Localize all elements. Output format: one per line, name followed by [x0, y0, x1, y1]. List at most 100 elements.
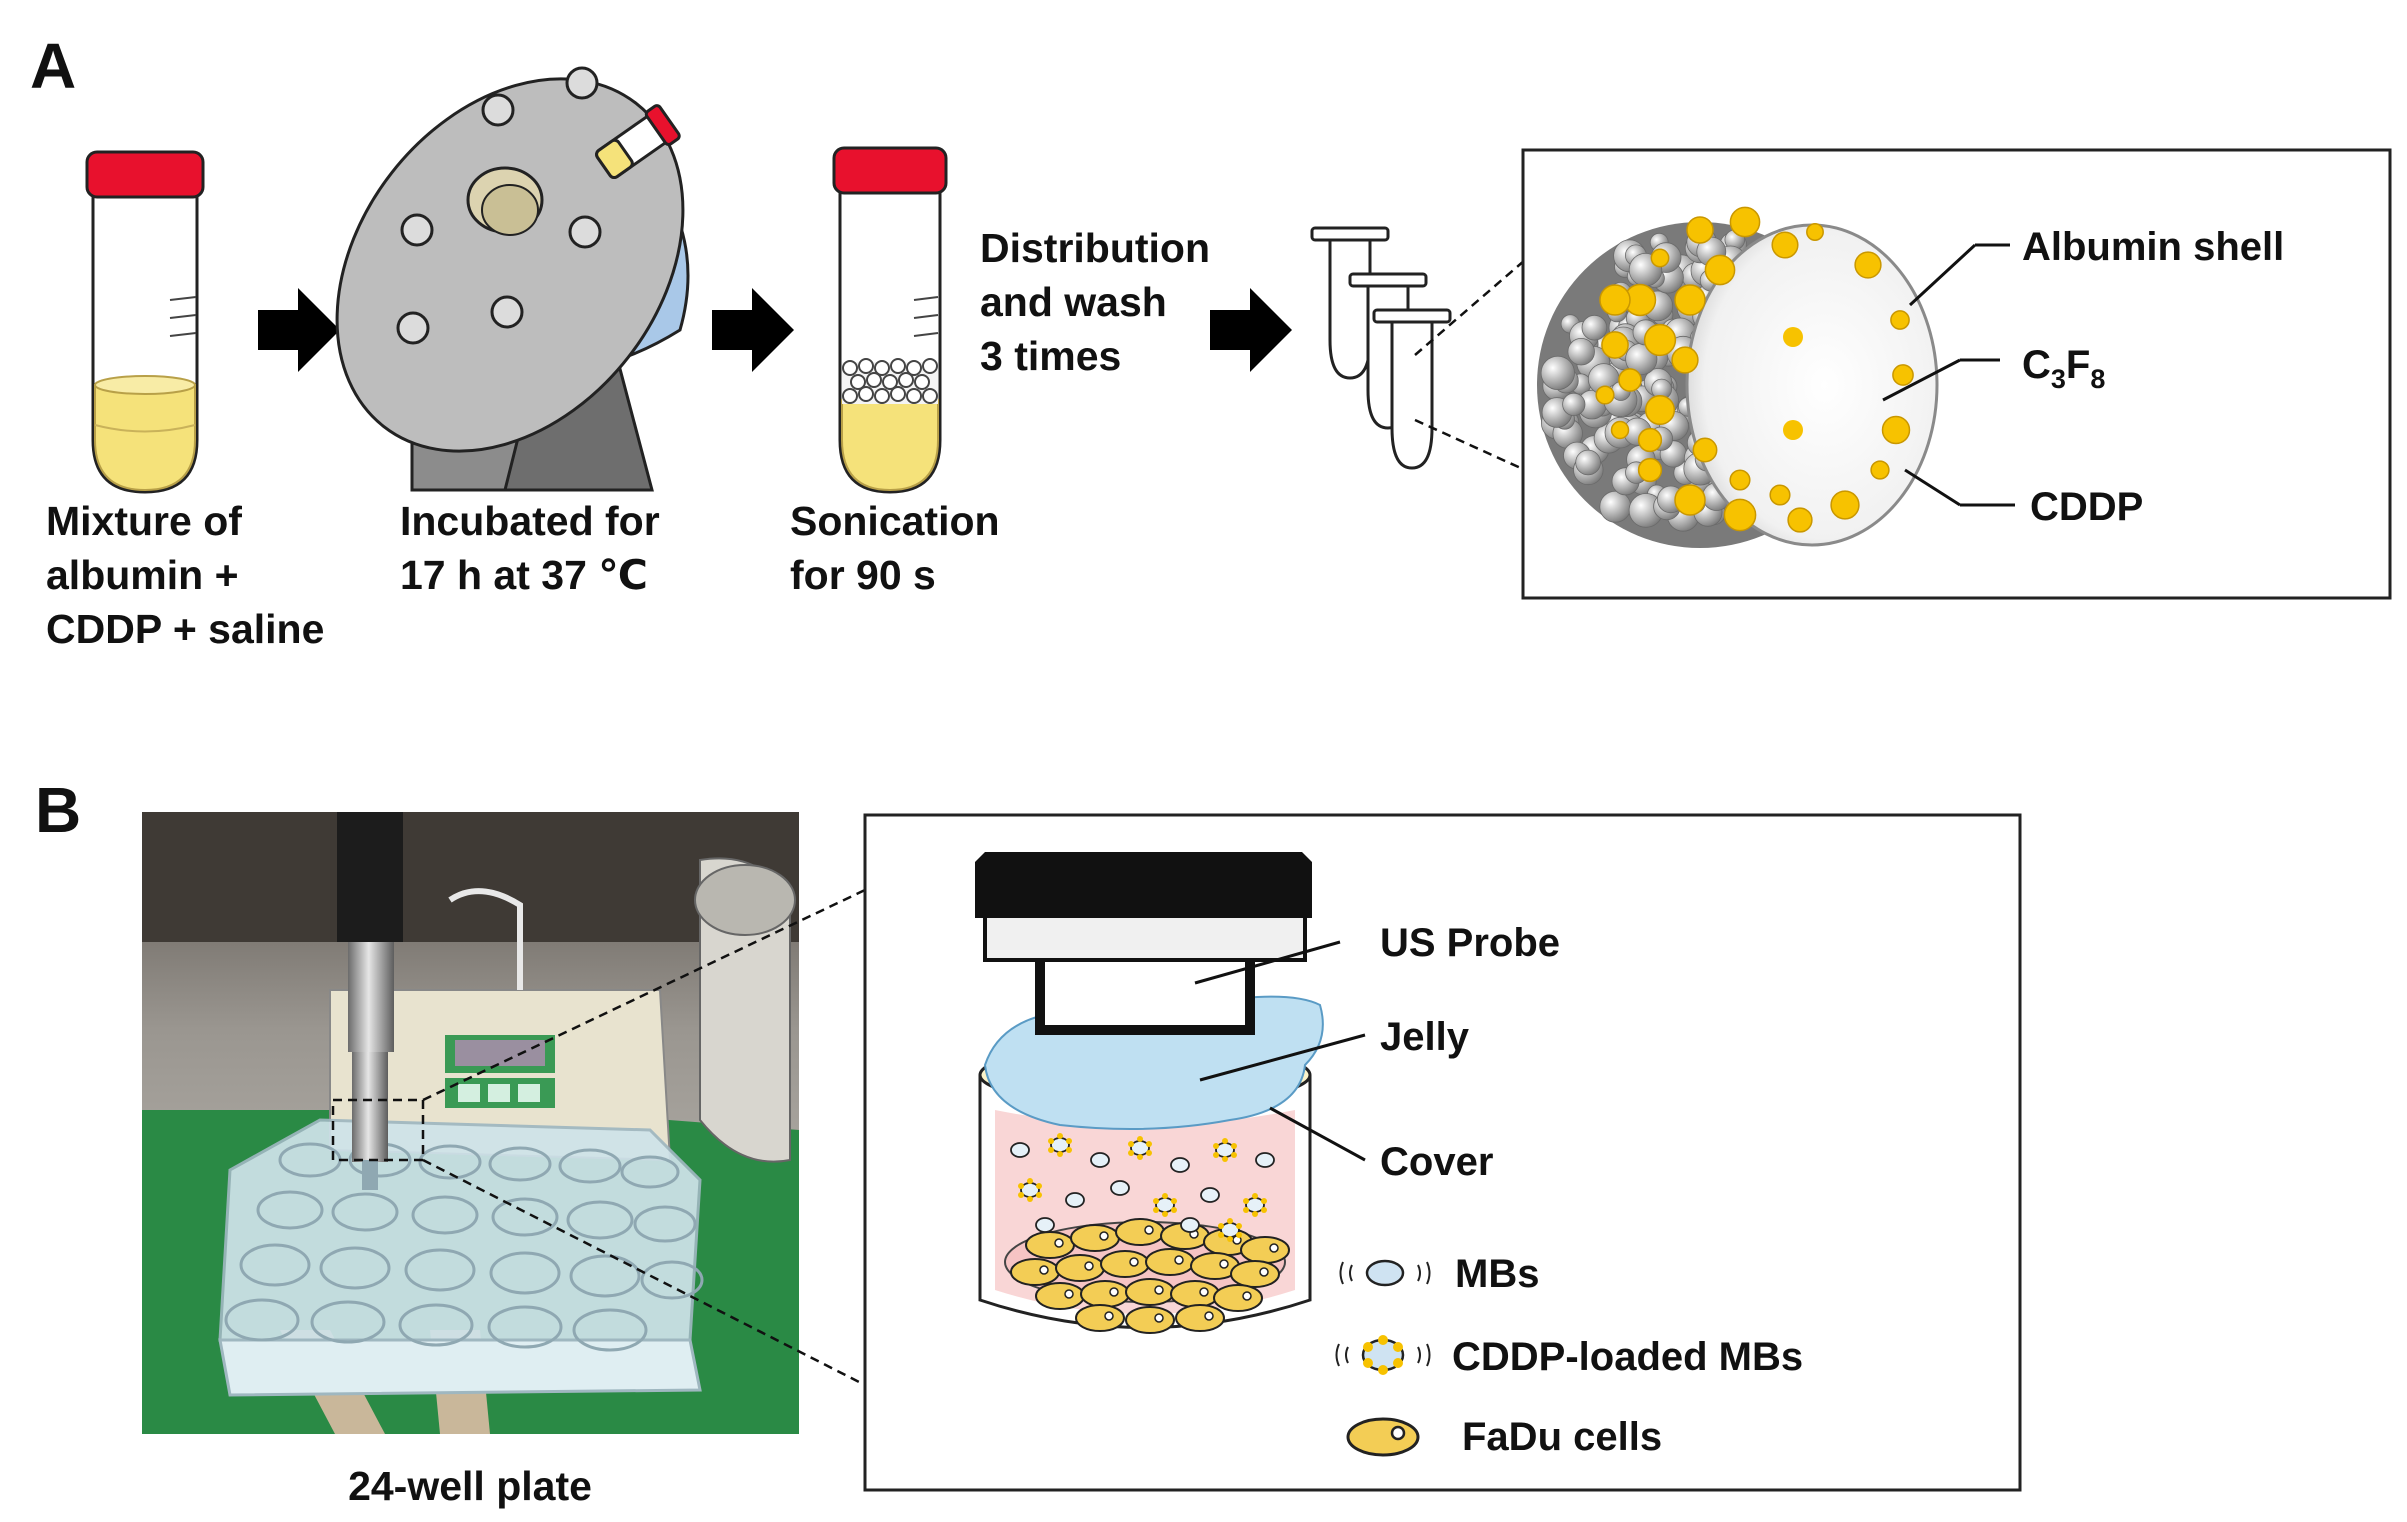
- cddp-dot: [1674, 484, 1706, 516]
- jelly-pointer: [1199, 1033, 1366, 1082]
- microbubble-icon: [1339, 1259, 1431, 1287]
- zoom-line: [422, 1158, 866, 1387]
- cddp-dot: [1806, 223, 1824, 241]
- fadu-cell: [1055, 1254, 1105, 1282]
- fadu-cell: [1035, 1282, 1085, 1310]
- process-arrow-icon: [258, 288, 340, 372]
- cddp-loaded-mb: [1153, 1193, 1177, 1217]
- cddp-dot: [1723, 498, 1757, 532]
- cddp-dot: [1643, 323, 1677, 357]
- mb: [1200, 1187, 1220, 1203]
- cddp-dot: [1729, 469, 1751, 491]
- photo-caption: 24-well plate: [348, 1463, 592, 1509]
- legend-mbs-label: MBs: [1455, 1252, 1539, 1296]
- probe-pointer: [1194, 940, 1341, 985]
- cddp-dot: [1692, 437, 1718, 463]
- drug-pointer: [1904, 468, 1961, 507]
- cddp-dot: [1787, 507, 1813, 533]
- cddp-dot: [1704, 254, 1736, 286]
- cddp-label: CDDP: [2030, 485, 2143, 529]
- shell-pointer: [1908, 243, 1977, 307]
- process-arrow-icon: [712, 288, 794, 372]
- cddp-dot: [1769, 484, 1791, 506]
- cddp-dot: [1674, 284, 1706, 316]
- rotator-icon: [335, 66, 690, 492]
- cddp-dot: [1610, 420, 1630, 440]
- cddp-dot: [1671, 346, 1699, 374]
- cddp-loaded-mb: [1048, 1133, 1072, 1157]
- fadu-cell: [1070, 1224, 1120, 1252]
- cddp-dot: [1881, 415, 1911, 445]
- fadu-cell: [1075, 1304, 1125, 1332]
- fadu-cell-icon: [1346, 1417, 1420, 1457]
- mb: [1090, 1152, 1110, 1168]
- cddp-dot: [1595, 385, 1615, 405]
- cddp-loaded-mb: [1218, 1218, 1242, 1242]
- well-schematic: [975, 852, 1324, 1334]
- cddp-dot: [1637, 427, 1663, 453]
- fadu-cell: [1170, 1280, 1220, 1308]
- albumin-shell-label: Albumin shell: [2022, 225, 2284, 269]
- cddp-dot: [1890, 310, 1910, 330]
- zoom-line: [1414, 259, 1526, 356]
- fadu-cell: [1125, 1278, 1175, 1306]
- cover-pointer: [1269, 1106, 1366, 1162]
- fadu-cell: [1240, 1236, 1290, 1264]
- cddp-dot: [1870, 460, 1890, 480]
- mb: [1170, 1157, 1190, 1173]
- sonicated-tube-icon: [832, 146, 948, 494]
- fadu-cell: [1100, 1250, 1150, 1278]
- fadu-cell: [1115, 1218, 1165, 1246]
- albumin-sphere: [1575, 449, 1601, 476]
- step-1-label: Mixture of albumin + CDDP + saline: [46, 498, 324, 652]
- process-arrow-icon: [1210, 288, 1292, 372]
- mb: [1110, 1180, 1130, 1196]
- albumin-sphere: [1567, 338, 1595, 366]
- fadu-cell: [1145, 1248, 1195, 1276]
- cddp-dot: [1650, 248, 1670, 268]
- mb: [1035, 1217, 1055, 1233]
- cddp-dot: [1892, 364, 1914, 386]
- mb: [1065, 1192, 1085, 1208]
- panel-b-letter: B: [35, 774, 81, 846]
- fadu-cell: [1213, 1284, 1263, 1312]
- cddp-dot: [1618, 368, 1642, 392]
- albumin-sphere: [1562, 392, 1586, 416]
- cddp-dot: [1771, 231, 1799, 259]
- microbubble-cross-section: [1537, 206, 1939, 548]
- albumin-sphere: [1599, 490, 1632, 523]
- fadu-cell: [1025, 1231, 1075, 1259]
- legend-cddp-mbs-label: CDDP-loaded MBs: [1452, 1335, 1803, 1379]
- panel-a-letter: A: [30, 30, 76, 102]
- fadu-cell: [1175, 1304, 1225, 1332]
- cddp-loaded-mb: [1213, 1138, 1237, 1162]
- cddp-dot: [1854, 251, 1882, 279]
- cddp-dot: [1644, 394, 1676, 426]
- fadu-cell: [1080, 1280, 1130, 1308]
- zoom-line: [422, 888, 866, 1102]
- us-probe-label: US Probe: [1380, 921, 1560, 965]
- fadu-cell: [1125, 1306, 1175, 1334]
- fadu-cell: [1230, 1260, 1280, 1288]
- cddp-dot: [1729, 206, 1761, 238]
- cddp-dot: [1599, 284, 1631, 316]
- gas-pointer: [1882, 358, 1961, 402]
- legend-fadu-label: FaDu cells: [1462, 1415, 1662, 1459]
- setup-photo: [142, 812, 799, 1434]
- step-4-label: Distribution and wash 3 times: [980, 225, 1221, 379]
- cddp-dot: [1686, 216, 1714, 244]
- mb: [1010, 1142, 1030, 1158]
- cddp-dot: [1830, 490, 1860, 520]
- cddp-dot: [1601, 331, 1629, 359]
- albumin-sphere: [1581, 314, 1608, 341]
- cddp-loaded-mb: [1128, 1136, 1152, 1160]
- mb: [1180, 1217, 1200, 1233]
- cover-label: Cover: [1380, 1140, 1493, 1184]
- step-2-label: Incubated for 17 h at 37 ℃: [400, 498, 671, 598]
- cddp-loaded-mb: [1243, 1193, 1267, 1217]
- cddp-loaded-microbubble-icon: [1335, 1335, 1431, 1375]
- cddp-dot: [1637, 457, 1663, 483]
- jelly-label: Jelly: [1380, 1015, 1470, 1059]
- step-3-label: Sonication for 90 s: [790, 498, 1011, 598]
